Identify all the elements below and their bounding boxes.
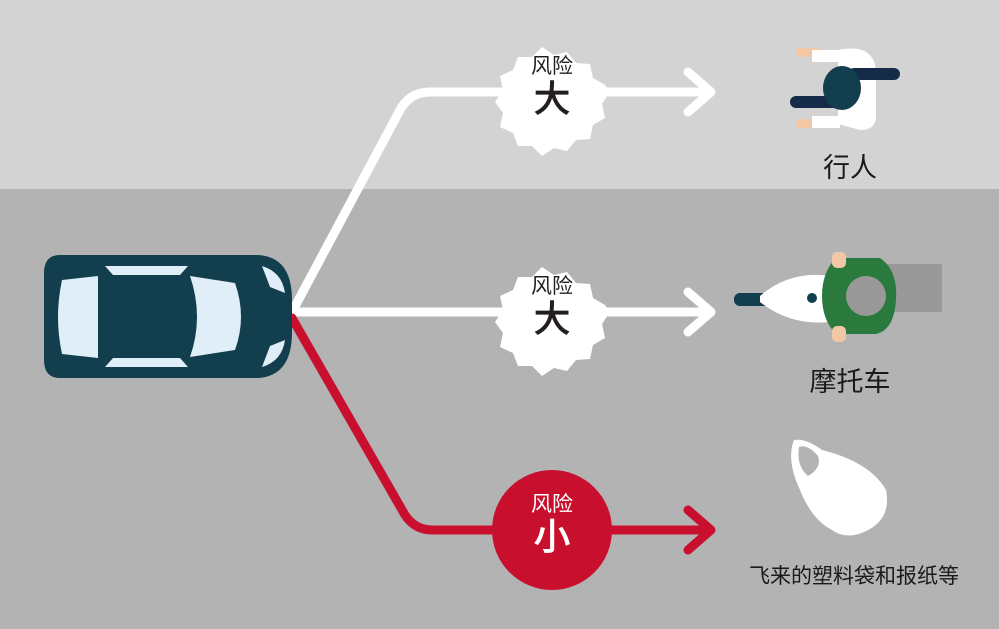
- risk-label: 风险: [531, 274, 573, 298]
- motorcycle-label: 摩托车: [809, 367, 891, 398]
- pedestrian-icon: [790, 48, 900, 130]
- risk-level: 小: [533, 517, 570, 558]
- risk-badge-2: [495, 267, 610, 376]
- risk-badge-3-text: 风险 小: [492, 492, 612, 560]
- risk-label: 风险: [531, 54, 573, 78]
- risk-badge-1-text: 风险 大: [492, 54, 612, 122]
- pedestrian-label: 行人: [823, 153, 877, 184]
- motorcycle-icon: [734, 252, 942, 342]
- risk-level: 大: [533, 299, 570, 340]
- risk-badge-3: [492, 470, 612, 590]
- risk-badge-2-text: 风险 大: [492, 274, 612, 342]
- risk-level: 大: [533, 79, 570, 120]
- plastic-bag-icon: [791, 439, 888, 536]
- path-to-motorcycle: [287, 287, 716, 337]
- car-icon: [44, 255, 292, 378]
- path-to-pedestrian: [287, 67, 716, 317]
- plastic-bag-label: 飞来的塑料袋和报纸等: [749, 564, 959, 588]
- risk-badge-1: [495, 47, 610, 156]
- risk-label: 风险: [531, 492, 573, 516]
- path-to-plastic-bag: [287, 313, 716, 555]
